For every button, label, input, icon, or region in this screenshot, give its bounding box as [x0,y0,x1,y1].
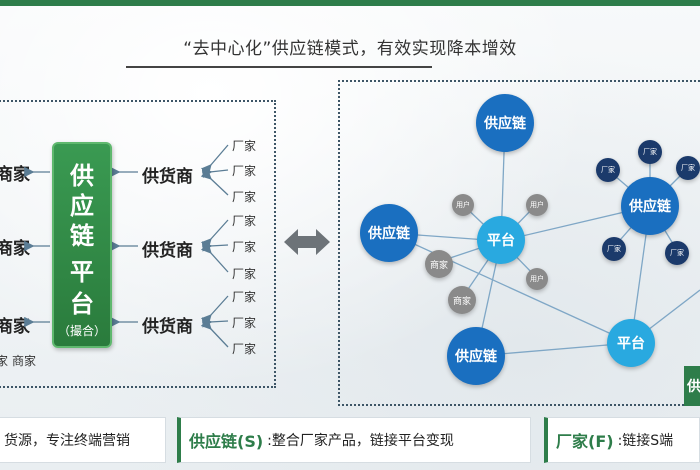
double-arrow-icon [284,229,330,255]
supplier-label: 供货商 [142,241,193,261]
edge-green-tab: 供 [684,366,700,406]
factory-label: 厂家 [232,164,257,178]
title-underline [126,66,432,68]
user-node: 用户 [526,194,548,216]
factory-node: 厂家 [676,156,700,180]
supply-chain-description-text: :整合厂家产品，链接平台变现 [267,433,454,449]
factory-node: 厂家 [638,140,662,164]
supplier-label: 供货商 [142,317,193,337]
supply-chain-node: 供应链 [476,94,534,152]
merchant-node: 商家 [425,250,453,278]
factory-label: 厂家 [232,214,257,228]
top-accent-bar [0,0,700,6]
supply-chain-role-label: 供应链(S) [189,432,264,451]
factory-label: 厂家 [232,316,257,330]
merchant-description-text: 货源，专注终端营销 [4,433,130,449]
factory-label: 厂家 [232,139,257,153]
merchant-label: 商家 [0,317,30,337]
supply-chain-node: 供应链 [360,204,418,262]
supply-chain-platform-block: 供 应 链 平 台 （撮合） [52,142,112,348]
centralized-model-panel [0,100,276,388]
supply-chain-node: 供应链 [447,327,505,385]
merchant-label: 家 [0,354,9,368]
merchant-label: 商家 [0,165,30,185]
supplier-label: 供货商 [142,167,193,187]
merchant-description-box: 货源，专注终端营销 [0,417,166,463]
platform-char: 供 [70,162,94,190]
supply-chain-description-box: 供应链(S) :整合厂家产品，链接平台变现 [177,417,531,463]
platform-node: 平台 [477,216,525,264]
merchant-label: 商家 [12,354,37,368]
decentralized-model-panel [338,80,700,406]
factory-label: 厂家 [232,240,257,254]
platform-char: 链 [70,222,94,250]
factory-label: 厂家 [232,290,257,304]
platform-char: 应 [70,192,94,220]
factory-label: 厂家 [232,342,257,356]
factory-description-text: :链接S端 [617,433,674,449]
platform-subtitle: （撮合） [57,324,106,338]
user-node: 用户 [452,194,474,216]
merchant-node: 商家 [448,286,476,314]
platform-char: 平 [70,258,94,286]
factory-node: 厂家 [596,158,620,182]
page-title: “去中心化”供应链模式，有效实现降本增效 [183,39,517,59]
platform-node: 平台 [607,319,655,367]
left-connector-arrows [24,144,229,348]
factory-description-box: 厂家(F) :链接S端 [544,417,700,463]
user-node: 用户 [526,268,548,290]
factory-node: 厂家 [665,241,689,265]
factory-node: 厂家 [602,237,626,261]
platform-char: 台 [70,290,94,318]
factory-label: 厂家 [232,267,257,281]
supply-chain-node: 供应链 [621,177,679,235]
merchant-label: 商家 [0,239,30,259]
factory-role-label: 厂家(F) [556,432,614,451]
factory-label: 厂家 [232,190,257,204]
